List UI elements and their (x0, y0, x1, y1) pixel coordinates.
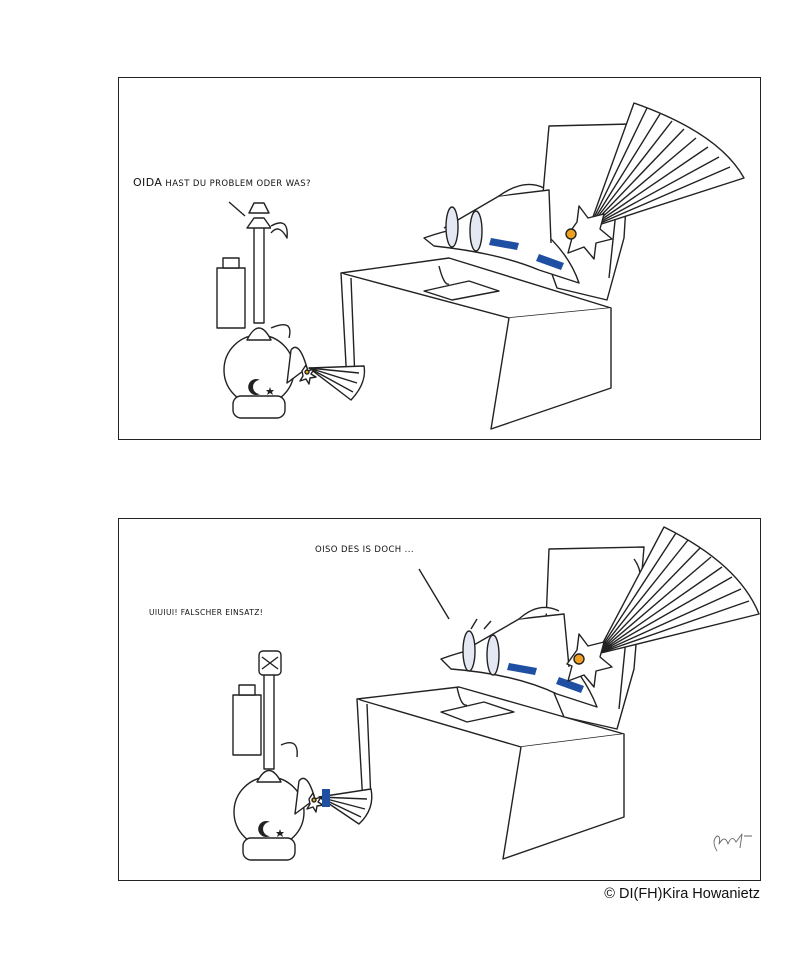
edelweiss-flower (566, 633, 613, 688)
charcoal-box (216, 257, 246, 329)
panel-1-drawing (216, 102, 745, 430)
crescent-star-icon (258, 821, 284, 838)
speech-rest: HAST DU PROBLEM ODER WAS? (162, 179, 311, 189)
speech-hookah-question: OIDA HAST DU PROBLEM ODER WAS? (133, 176, 311, 189)
copyright-notice: © DI(FH)Kira Howanietz (604, 886, 760, 902)
goggle-left (462, 630, 476, 672)
hookah (223, 202, 295, 419)
fan (588, 102, 745, 229)
goggle-right (486, 634, 500, 676)
fan (596, 526, 760, 655)
crescent-star-icon (248, 379, 274, 396)
paper (423, 280, 500, 301)
panel-2-drawing (232, 526, 760, 861)
speech-lead: OIDA (133, 176, 163, 189)
goggle-right (469, 210, 483, 252)
speech-hookah-exclaim: UIUIUI! FALSCHER EINSATZ! (149, 608, 264, 617)
hookah (233, 650, 305, 861)
edelweiss-flower (566, 205, 613, 260)
comic-panel-2: OISO DES IS DOCH ... UIUIUI! FALSCHER EI… (118, 518, 761, 881)
paper (440, 701, 515, 723)
comic-panel-1: OIDA HAST DU PROBLEM ODER WAS? (118, 77, 761, 440)
charcoal-box (232, 684, 262, 756)
speech-figure-reply: OISO DES IS DOCH ... (315, 545, 414, 555)
goggle-left (445, 206, 459, 248)
artist-signature (713, 833, 752, 852)
